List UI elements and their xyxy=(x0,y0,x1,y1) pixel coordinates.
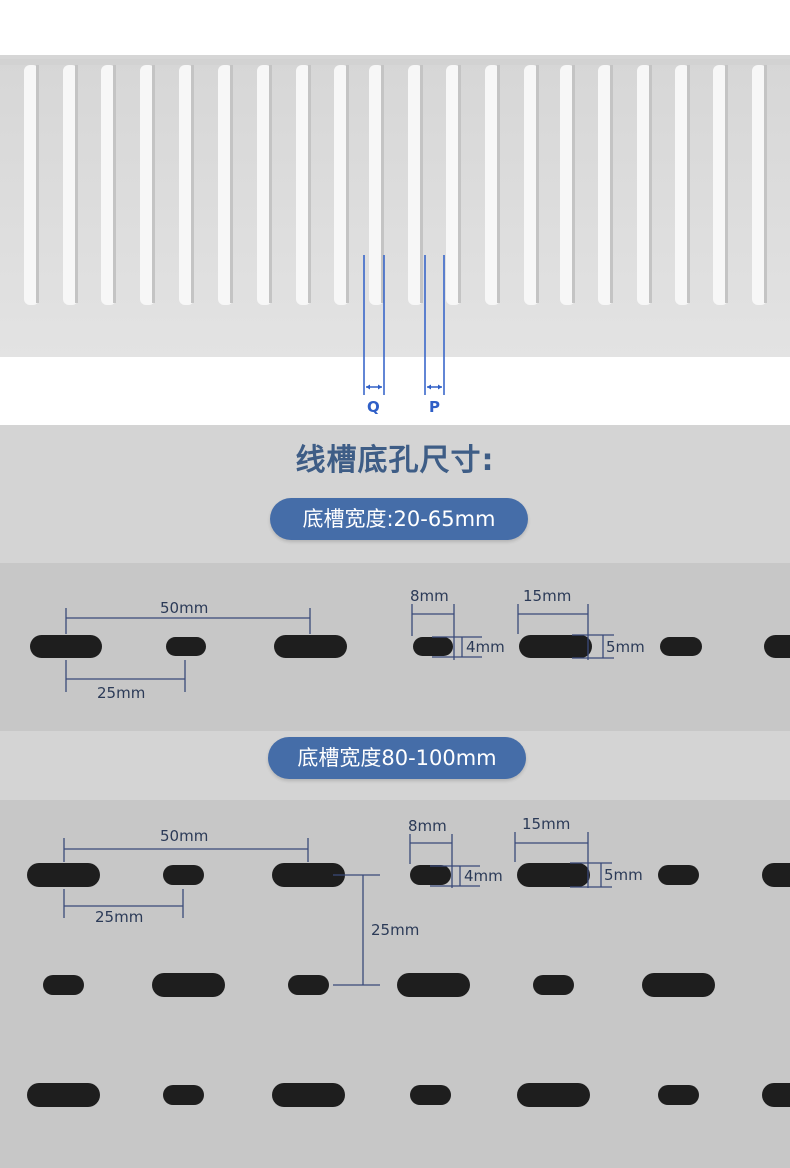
dimension-lines-1 xyxy=(65,604,614,692)
small-hole xyxy=(43,975,84,995)
duct-slot-shadow xyxy=(536,65,539,303)
large-hole xyxy=(272,1083,345,1107)
duct-slot xyxy=(218,65,233,305)
duct-slot-shadow xyxy=(687,65,690,303)
dim-pitch-long: 50mm xyxy=(160,599,208,617)
duct-slot-shadow xyxy=(230,65,233,303)
holes-row-4 xyxy=(27,1083,790,1107)
duct-slot xyxy=(446,65,461,305)
wiring-duct-illustration xyxy=(0,55,790,357)
large-hole xyxy=(152,973,225,997)
duct-slot-shadow xyxy=(764,65,767,303)
dim-large-length: 15mm xyxy=(522,815,570,833)
duct-slot-shadow xyxy=(610,65,613,303)
large-hole xyxy=(27,863,100,887)
duct-slot-shadow xyxy=(420,65,423,303)
duct-slot-shadow xyxy=(458,65,461,303)
holes-row-3 xyxy=(43,973,715,997)
dim-pitch-short: 25mm xyxy=(97,684,145,702)
section-title: 线槽底孔尺寸: xyxy=(295,443,495,478)
dim-large-height: 5mm xyxy=(604,866,643,884)
large-hole xyxy=(762,1083,790,1107)
small-hole xyxy=(410,1085,451,1105)
small-hole xyxy=(166,637,206,656)
duct-slot xyxy=(369,65,384,305)
duct-slot xyxy=(637,65,652,305)
large-hole xyxy=(762,863,790,887)
holes-row-1 xyxy=(30,635,790,658)
duct-slot xyxy=(675,65,690,305)
duct-slot xyxy=(752,65,767,305)
small-hole xyxy=(163,1085,204,1105)
tooth-width-label-p: P xyxy=(429,398,440,416)
dim-pitch-short: 25mm xyxy=(95,908,143,926)
large-hole xyxy=(397,973,470,997)
duct-slot xyxy=(63,65,78,305)
duct-slot xyxy=(179,65,194,305)
dim-large-height: 5mm xyxy=(606,638,645,656)
duct-slot-shadow xyxy=(152,65,155,303)
small-hole xyxy=(288,975,329,995)
dim-pitch-long: 50mm xyxy=(160,827,208,845)
small-hole xyxy=(163,865,204,885)
duct-slot xyxy=(296,65,311,305)
duct-slot-shadow xyxy=(191,65,194,303)
holes-row-2 xyxy=(27,863,790,887)
large-hole xyxy=(519,635,592,658)
duct-slot xyxy=(713,65,728,305)
dim-small-height: 4mm xyxy=(466,638,505,656)
dimension-lines-2 xyxy=(63,832,612,986)
slot-width-label-q: Q xyxy=(367,398,380,416)
duct-slot-shadow xyxy=(381,65,384,303)
small-hole xyxy=(658,865,699,885)
dim-row-spacing: 25mm xyxy=(371,921,419,939)
large-hole xyxy=(30,635,102,658)
width-badge-20-65: 底槽宽度:20-65mm xyxy=(270,498,528,540)
large-hole xyxy=(642,973,715,997)
duct-slot xyxy=(524,65,539,305)
duct-slot-shadow xyxy=(113,65,116,303)
duct-slot xyxy=(408,65,423,305)
large-hole xyxy=(274,635,347,658)
small-hole xyxy=(660,637,702,656)
dim-small-length: 8mm xyxy=(408,817,447,835)
duct-slot-shadow xyxy=(269,65,272,303)
small-hole xyxy=(658,1085,699,1105)
width-badge-80-100: 底槽宽度80-100mm xyxy=(268,737,526,779)
large-hole xyxy=(517,1083,590,1107)
duct-slot-shadow xyxy=(75,65,78,303)
large-hole xyxy=(272,863,345,887)
small-hole xyxy=(533,975,574,995)
large-hole xyxy=(517,863,590,887)
duct-slot xyxy=(24,65,39,305)
duct-slot-shadow xyxy=(497,65,500,303)
large-hole xyxy=(764,635,790,658)
small-hole xyxy=(413,637,453,656)
hole-panel-small xyxy=(0,563,790,731)
dim-large-length: 15mm xyxy=(523,587,571,605)
duct-slot xyxy=(560,65,575,305)
duct-slot-shadow xyxy=(572,65,575,303)
small-hole xyxy=(410,865,451,885)
duct-slot xyxy=(101,65,116,305)
duct-slot-shadow xyxy=(36,65,39,303)
duct-slot xyxy=(334,65,349,305)
duct-slot-shadow xyxy=(649,65,652,303)
dim-small-length: 8mm xyxy=(410,587,449,605)
large-hole xyxy=(27,1083,100,1107)
dim-small-height: 4mm xyxy=(464,867,503,885)
duct-slot xyxy=(140,65,155,305)
duct-slot xyxy=(598,65,613,305)
duct-slot-shadow xyxy=(346,65,349,303)
duct-slot-shadow xyxy=(725,65,728,303)
duct-slot xyxy=(485,65,500,305)
duct-slot xyxy=(257,65,272,305)
duct-slot-shadow xyxy=(308,65,311,303)
